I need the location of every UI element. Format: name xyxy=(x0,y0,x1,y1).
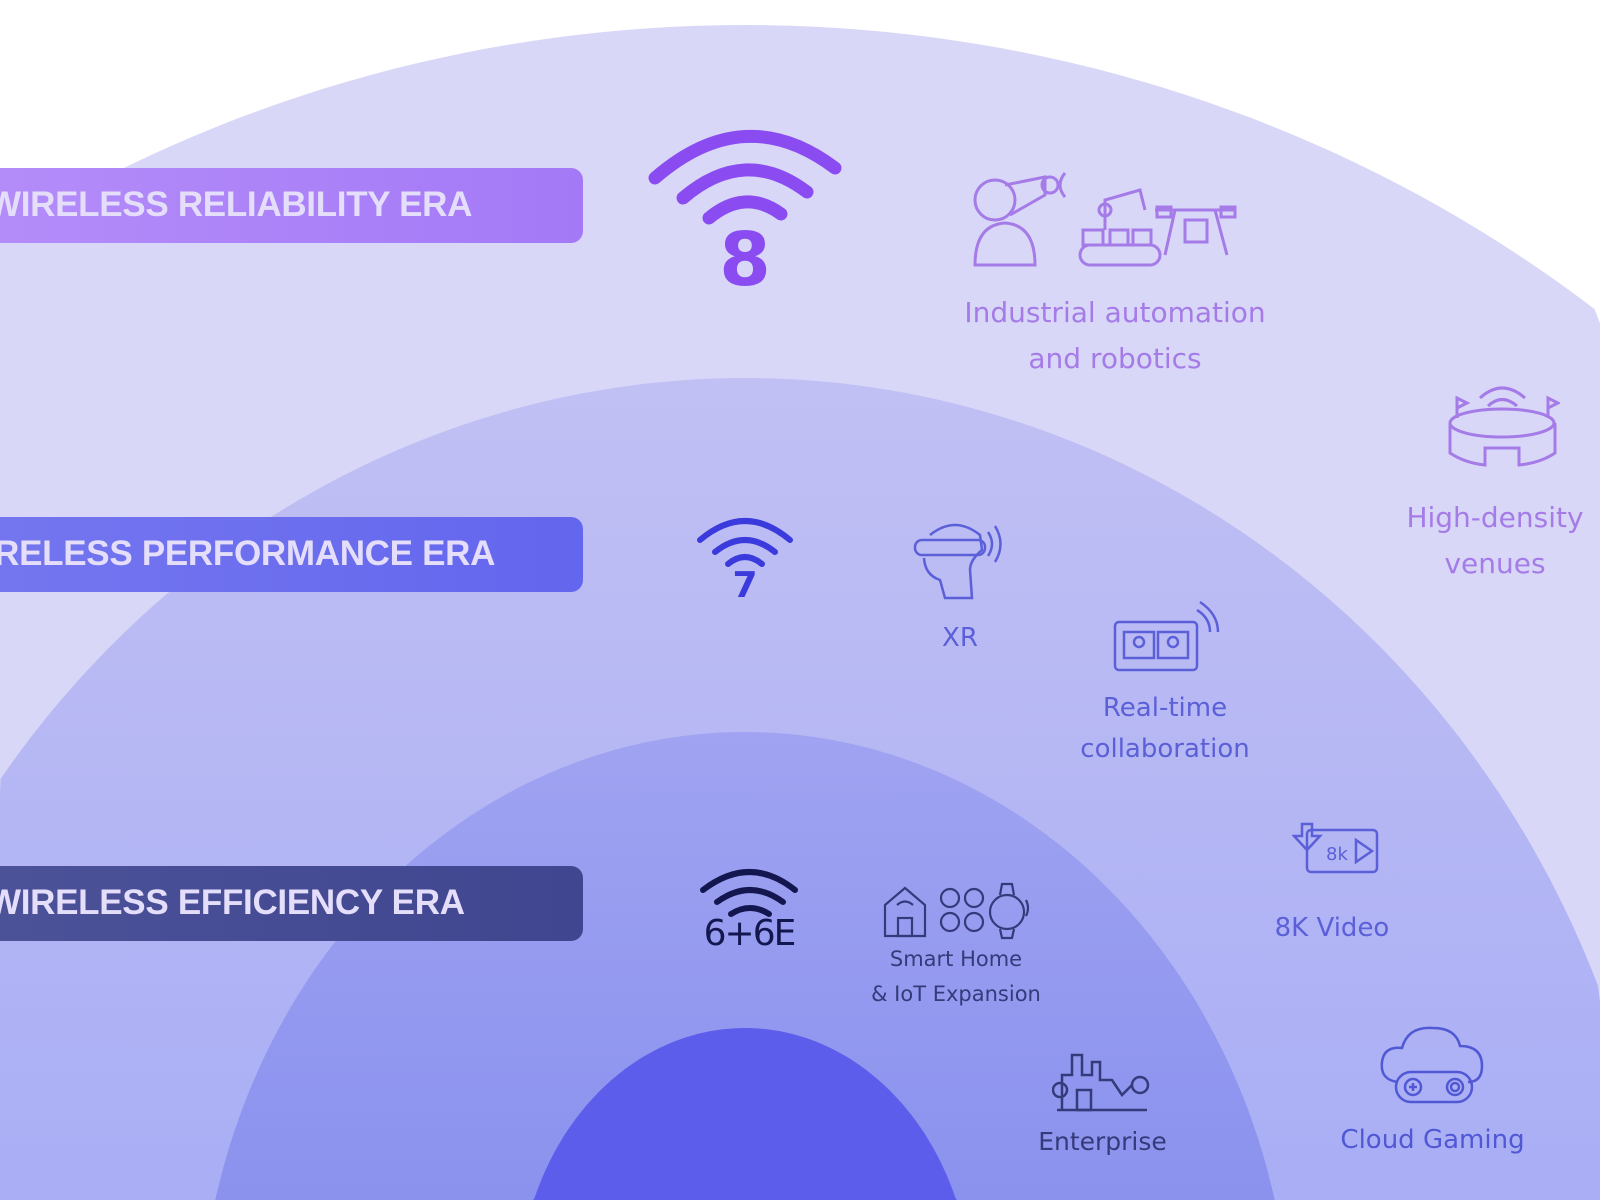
era-banner-reliability: WIRELESS RELIABILITY ERA xyxy=(0,168,583,243)
use-case-collaboration: Real-time collaboration xyxy=(1040,688,1290,770)
smart-home-iot-icon xyxy=(883,882,1030,940)
label-line: and robotics xyxy=(1028,342,1202,375)
xr-headset-icon xyxy=(913,523,1002,600)
use-case-xr: XR xyxy=(942,623,978,653)
use-case-enterprise: Enterprise xyxy=(1038,1127,1167,1156)
label-line: collaboration xyxy=(1080,734,1250,764)
era-label: WIRELESS PERFORMANCE ERA xyxy=(0,534,496,573)
use-case-smart-home: Smart Home & IoT Expansion xyxy=(840,942,1072,1012)
wifi-7-icon: 7 xyxy=(697,518,793,600)
era-label: WIRELESS EFFICIENCY ERA xyxy=(0,883,465,922)
era-label: WIRELESS RELIABILITY ERA xyxy=(0,185,473,224)
use-case-venues: High-density venues xyxy=(1390,495,1600,587)
label-line: High-density xyxy=(1406,501,1584,534)
industrial-robot-icon xyxy=(973,172,1237,267)
cloud-gaming-icon xyxy=(1380,1026,1484,1104)
video-call-icon xyxy=(1113,600,1220,672)
era-banner-efficiency: WIRELESS EFFICIENCY ERA xyxy=(0,866,583,941)
wifi-6-6e-icon: 6+6E xyxy=(700,869,798,952)
8k-video-icon: 8k xyxy=(1292,822,1379,874)
wifi-8-icon: 8 xyxy=(648,129,842,300)
era-banner-performance: WIRELESS PERFORMANCE ERA xyxy=(0,517,583,592)
use-case-8k-video: 8K Video xyxy=(1274,913,1390,943)
stadium-icon xyxy=(1448,386,1560,467)
wifi-generation: 7 xyxy=(732,565,757,600)
label-line: Industrial automation xyxy=(964,296,1266,329)
wifi-generation: 8 xyxy=(719,217,771,300)
use-case-cloud-gaming: Cloud Gaming xyxy=(1340,1125,1525,1155)
label-line: venues xyxy=(1444,547,1546,580)
ring-efficiency xyxy=(199,732,1291,1200)
label-line: Smart Home xyxy=(889,947,1023,971)
enterprise-factory-icon xyxy=(1052,1053,1150,1112)
use-case-industrial: Industrial automation and robotics xyxy=(940,290,1290,382)
wifi-generation: 6+6E xyxy=(704,913,795,952)
label-line: Real-time xyxy=(1102,693,1228,723)
ring-core xyxy=(518,1028,972,1200)
video-icon-text: 8k xyxy=(1326,844,1348,865)
label-line: & IoT Expansion xyxy=(871,982,1041,1006)
